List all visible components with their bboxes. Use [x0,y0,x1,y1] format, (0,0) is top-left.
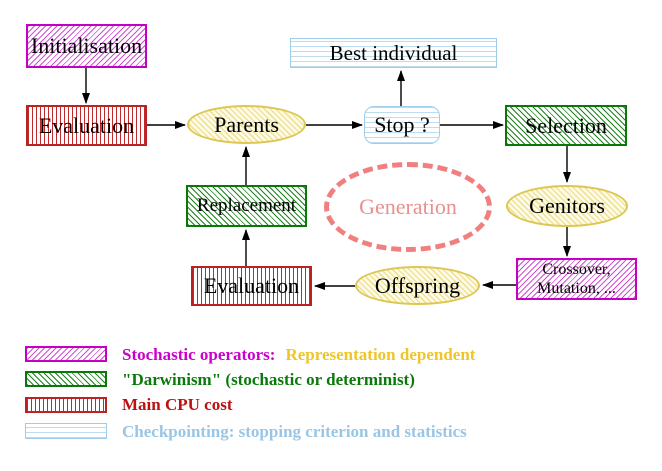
legend-swatch-checkpointing [25,423,107,439]
node-genitors: Genitors [506,185,628,227]
legend-text-stochastic-part: Stochastic operators: [122,345,276,364]
node-evaluation-top: Evaluation [26,105,147,146]
node-crossover-mutation: Crossover, Mutation, ... [516,258,637,300]
node-offspring: Offspring [355,266,480,305]
legend-swatch-darwinism [25,371,107,387]
node-parents: Parents [187,105,306,144]
legend-text-checkpointing: Checkpointing: stopping criterion and st… [122,422,467,441]
node-generation-loop: Generation [324,162,492,252]
legend-text-main-cpu-cost: Main CPU cost [122,395,233,414]
crossover-label-line1: Crossover, [542,260,611,278]
legend-text-darwinism: "Darwinism" (stochastic or determinist) [122,370,415,389]
legend-text-stochastic-operators: Stochastic operators: Representation dep… [122,345,476,364]
legend-swatch-stochastic-operators [25,346,107,362]
node-replacement: Replacement [186,185,307,227]
legend-text-checkpointing-label: Checkpointing: stopping criterion and st… [122,422,467,441]
legend-swatch-main-cpu-cost [25,397,107,413]
legend-text-cpu-label: Main CPU cost [122,395,233,414]
node-evaluation-bottom: Evaluation [191,266,312,306]
legend-text-representation-part: Representation dependent [285,345,476,364]
node-best-individual: Best individual [290,38,497,68]
crossover-label-line2: Mutation, ... [537,280,616,297]
node-selection: Selection [505,105,627,146]
node-initialisation: Initialisation [26,24,147,68]
node-stop: Stop ? [364,106,440,144]
legend-text-darwinism-label: "Darwinism" (stochastic or determinist) [122,370,415,389]
